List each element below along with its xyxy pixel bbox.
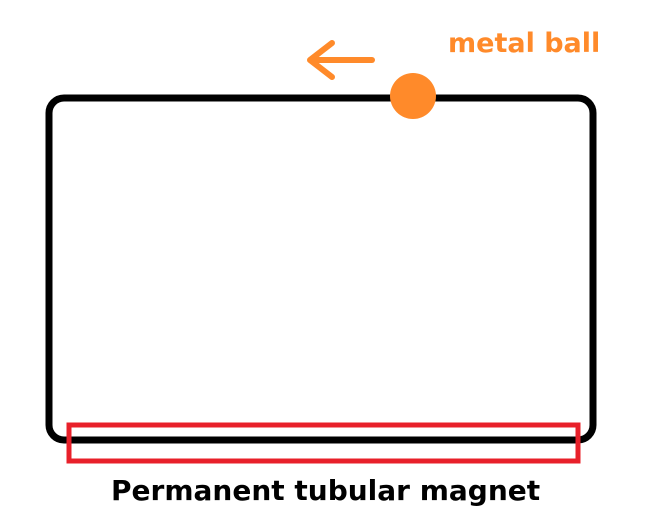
track-loop [45, 94, 597, 444]
metal-ball-label: metal ball [448, 28, 600, 59]
arrow-left-icon [307, 40, 375, 80]
magnet-outline [66, 422, 581, 464]
magnet-label: Permanent tubular magnet [111, 474, 540, 507]
metal-ball [390, 73, 436, 119]
